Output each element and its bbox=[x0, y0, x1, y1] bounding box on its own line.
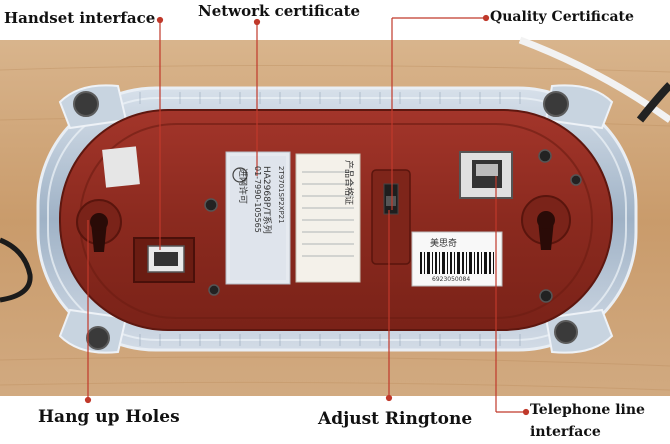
screw bbox=[208, 284, 220, 296]
top-white-band bbox=[0, 0, 670, 40]
callout-adjust-ringtone: Adjust Ringtone bbox=[318, 409, 473, 429]
hang-up-hole-right bbox=[521, 195, 571, 250]
callout-handset-interface: Handset interface bbox=[4, 9, 156, 27]
screw bbox=[204, 198, 218, 212]
quality-certificate-label bbox=[295, 153, 361, 283]
qc-label-lines bbox=[302, 171, 354, 257]
left-cord bbox=[0, 237, 33, 303]
leader-lines bbox=[84, 14, 530, 416]
barcode-number: 6923050084 bbox=[432, 276, 471, 283]
barcode bbox=[420, 252, 494, 274]
network-label-line4: 2T9701SP2XP21 bbox=[277, 166, 285, 224]
screw bbox=[538, 149, 552, 163]
network-label-line1: 进网许可 bbox=[237, 168, 247, 205]
rubber-foot bbox=[543, 91, 569, 117]
rubber-feet bbox=[73, 91, 578, 350]
black-cable bbox=[636, 82, 670, 123]
rubber-foot bbox=[86, 326, 110, 350]
barcode-brand: 美思奇 bbox=[430, 239, 458, 249]
bottom-white-band bbox=[0, 396, 670, 444]
cnca-logo-icon bbox=[232, 167, 248, 183]
callout-hang-up-holes: Hang up Holes bbox=[38, 407, 180, 427]
callout-quality-certificate: Quality Certificate bbox=[490, 9, 634, 25]
rim-ridges bbox=[139, 92, 521, 346]
rubber-foot bbox=[73, 91, 99, 117]
screw bbox=[570, 174, 582, 186]
ringtone-switch-recess bbox=[371, 169, 411, 265]
callout-network-certificate: Network certificate bbox=[198, 2, 361, 20]
screw bbox=[539, 289, 553, 303]
callout-interface: interface bbox=[530, 424, 601, 440]
rubber-foot bbox=[554, 320, 578, 344]
quality-label-title: 产品合格证 bbox=[343, 160, 353, 206]
callout-telephone-line: Telephone line bbox=[530, 402, 645, 418]
tape-patch bbox=[102, 146, 140, 188]
rim-inner-highlight bbox=[47, 97, 627, 341]
network-label-line3: HA2968P/T系列 bbox=[261, 166, 271, 234]
